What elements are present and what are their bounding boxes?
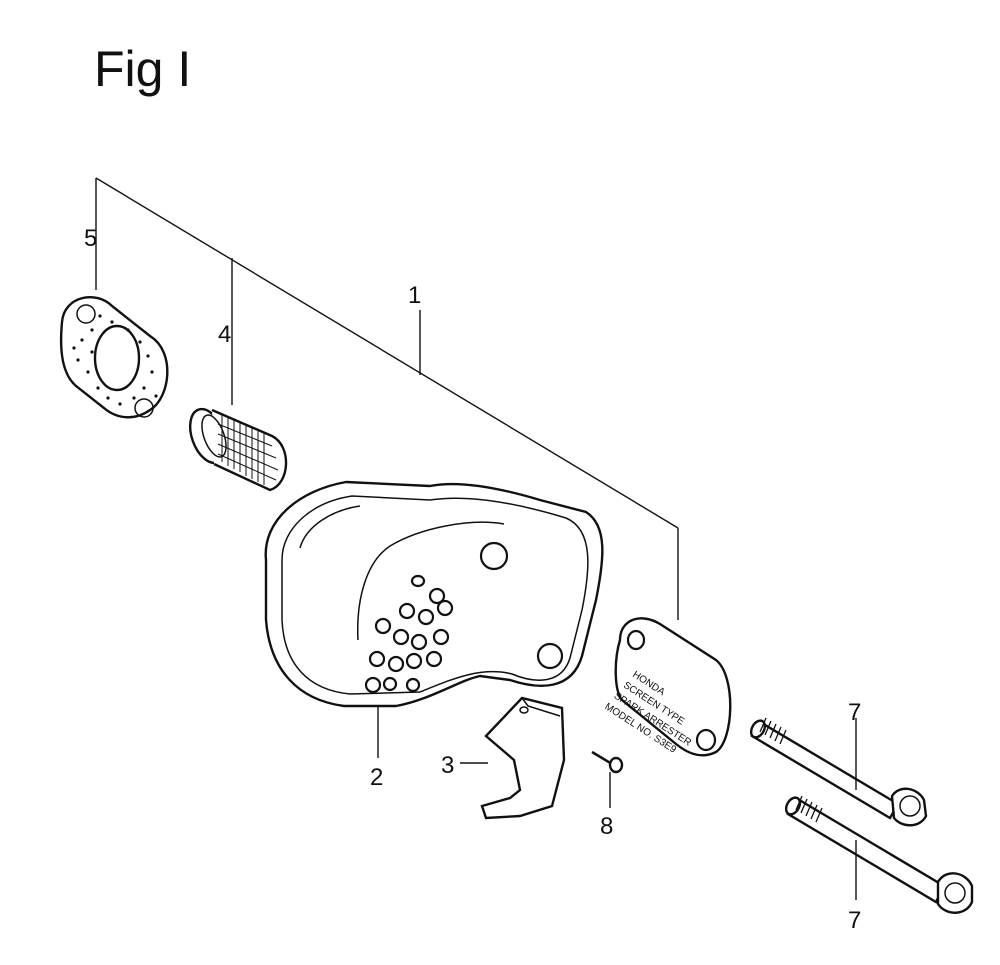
- screen-part-4: [188, 407, 288, 492]
- callout-8: 8: [600, 813, 613, 840]
- spark-arrester-plate: HONDA SCREEN TYPE SPARK ARRESTER MODEL N…: [602, 617, 732, 757]
- bolt-part-7-lower: [784, 795, 974, 914]
- figure-title: Fig I: [94, 41, 192, 97]
- callout-3: 3: [441, 752, 454, 779]
- callout-7-lower: 7: [848, 907, 861, 934]
- bolt-part-7-upper: [749, 717, 928, 827]
- callout-7-upper: 7: [848, 699, 861, 726]
- callout-1: 1: [408, 282, 421, 309]
- assembly-bracket-lines: [95, 177, 679, 620]
- callout-4: 4: [218, 321, 231, 348]
- screw-part-8: [591, 750, 624, 808]
- muffler-part-2: [264, 480, 604, 758]
- gasket-part-5: [59, 296, 169, 419]
- callout-5: 5: [84, 225, 97, 252]
- bracket-part-3: [460, 696, 566, 820]
- callout-2: 2: [370, 764, 383, 791]
